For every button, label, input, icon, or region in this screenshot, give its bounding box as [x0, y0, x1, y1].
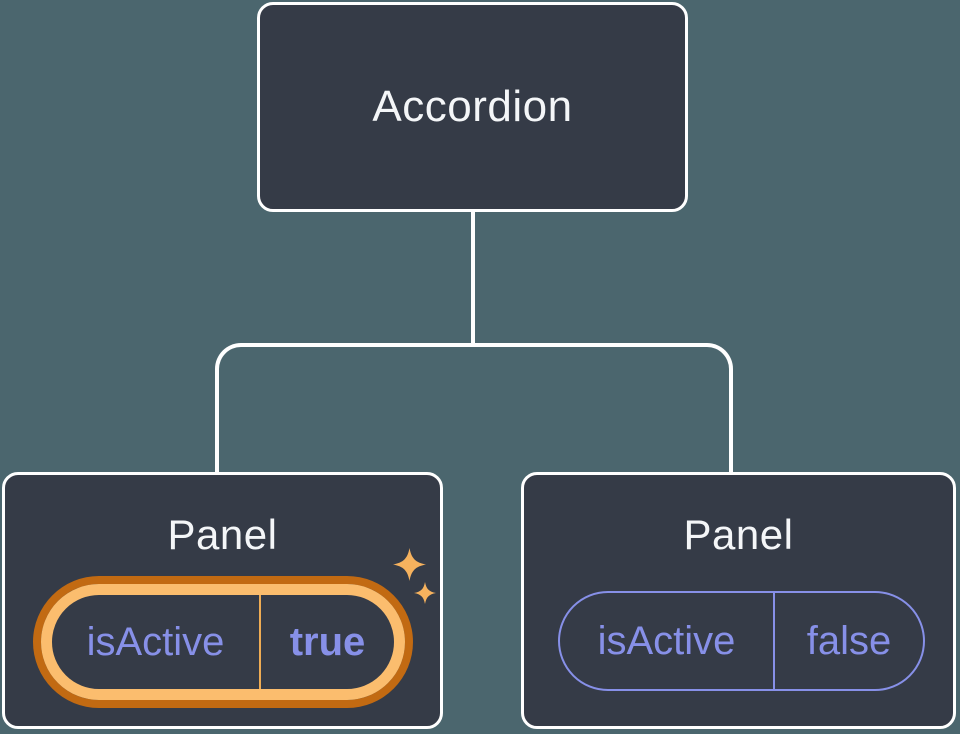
accordion-node-label: Accordion — [372, 82, 573, 131]
pill-divider — [773, 593, 775, 689]
state-pill-inactive: isActive false — [558, 591, 925, 691]
sparkle-icon-large — [393, 548, 426, 581]
state-value: false — [806, 618, 892, 663]
pill-divider — [259, 595, 261, 689]
panel-node-active: Panel isActive true — [2, 472, 443, 729]
state-pill-active: isActive true — [41, 584, 405, 700]
state-value: true — [289, 619, 366, 664]
state-key: isActive — [86, 619, 225, 664]
tree-connector-branches — [215, 343, 733, 474]
panel-title: Panel — [167, 511, 278, 558]
sparkle-icon-small — [414, 582, 436, 604]
state-key: isActive — [597, 618, 736, 663]
panel-node-inactive: Panel isActive false — [521, 472, 956, 729]
accordion-node: Accordion — [257, 2, 688, 212]
panel-title: Panel — [683, 511, 794, 558]
tree-connector-stem — [471, 210, 475, 347]
